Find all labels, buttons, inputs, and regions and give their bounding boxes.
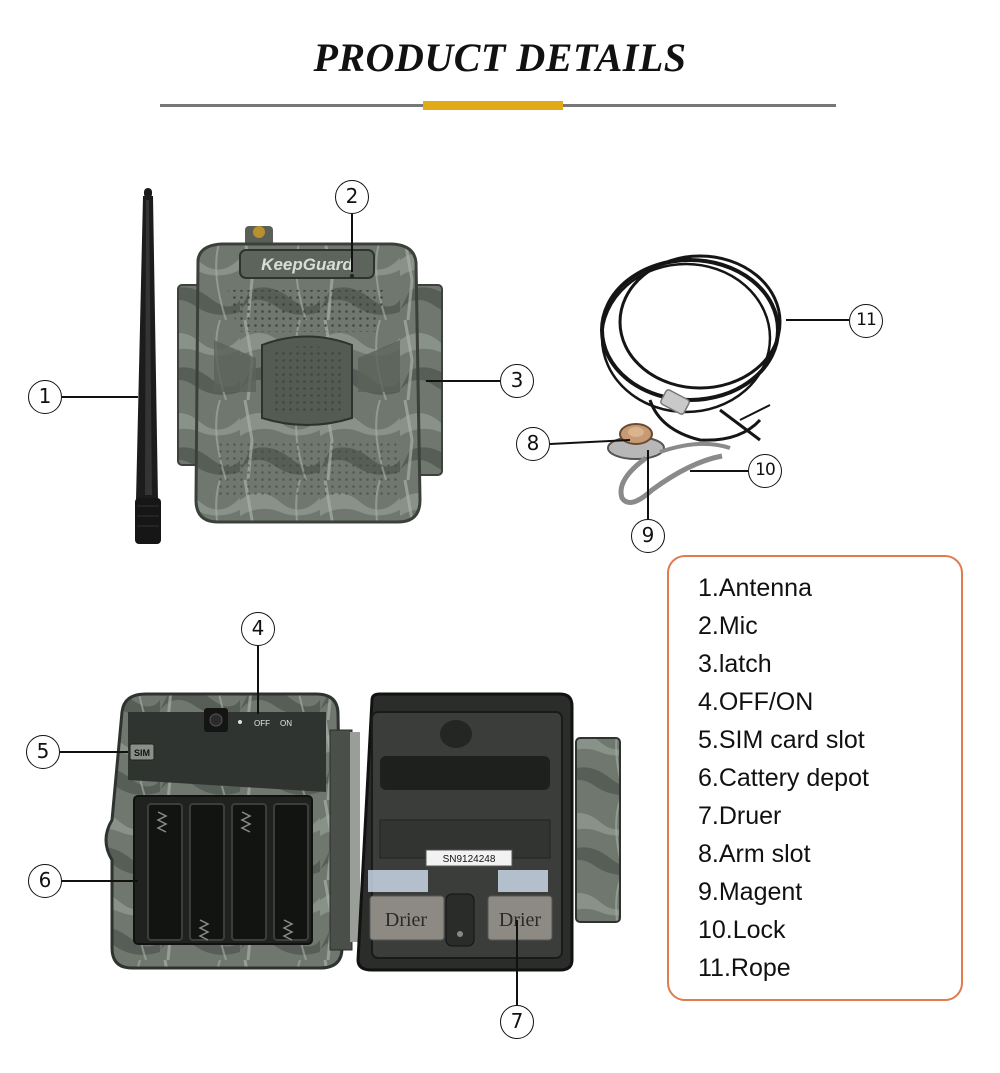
switch-off-label: OFF [254,719,270,728]
legend-item: 6.Cattery depot [698,764,869,792]
title-accent-bar [423,101,563,110]
legend-item: 4.OFF/ON [698,688,814,716]
legend-list: 1.Antenna 2.Mic 3.latch 4.OFF/ON 5.SIM c… [698,569,869,987]
drier-label-right: Drier [499,909,542,931]
page-title: PRODUCT DETAILS [313,35,687,80]
callout-7: 7 [500,1005,534,1039]
serial-label: SN9124248 [443,854,496,865]
camera-front: KeepGuard [177,226,443,524]
callout-5: 5 [26,735,60,769]
brand-logo-text: KeepGuard [261,255,353,274]
callout-2: 2 [335,180,369,214]
mic-hole [350,274,354,278]
callout-1: 1 [28,380,62,414]
callout-11: 11 [849,304,883,338]
callout-8: 8 [516,427,550,461]
legend-item: 1.Antenna [698,574,812,602]
callout-3: 3 [500,364,534,398]
legend-item: 2.Mic [698,612,758,640]
sim-slot-label: SIM [134,748,150,758]
antenna [135,188,161,544]
callout-9: 9 [631,519,665,553]
camera-open-battery-side: OFF ON SIM [104,692,353,970]
legend-item: 9.Magent [698,878,803,906]
legend-box [667,555,963,1001]
switch-on-label: ON [280,719,292,728]
drier-label-left: Drier [385,909,428,931]
callout-6: 6 [28,864,62,898]
callout-leader-lines [60,214,849,1005]
magnet [607,423,665,460]
lock-clip [618,441,731,505]
callout-10: 10 [748,454,782,488]
legend-item: 3.latch [698,650,772,678]
legend-item: 10.Lock [698,916,786,944]
legend-item: 11.Rope [698,954,791,982]
camera-open-door-side: SN9124248 Drier Drier [350,692,621,972]
legend-item: 5.SIM card slot [698,726,865,754]
callout-4: 4 [241,612,275,646]
security-cable [600,254,782,442]
legend-item: 8.Arm slot [698,840,811,868]
legend-item: 7.Druer [698,802,782,830]
